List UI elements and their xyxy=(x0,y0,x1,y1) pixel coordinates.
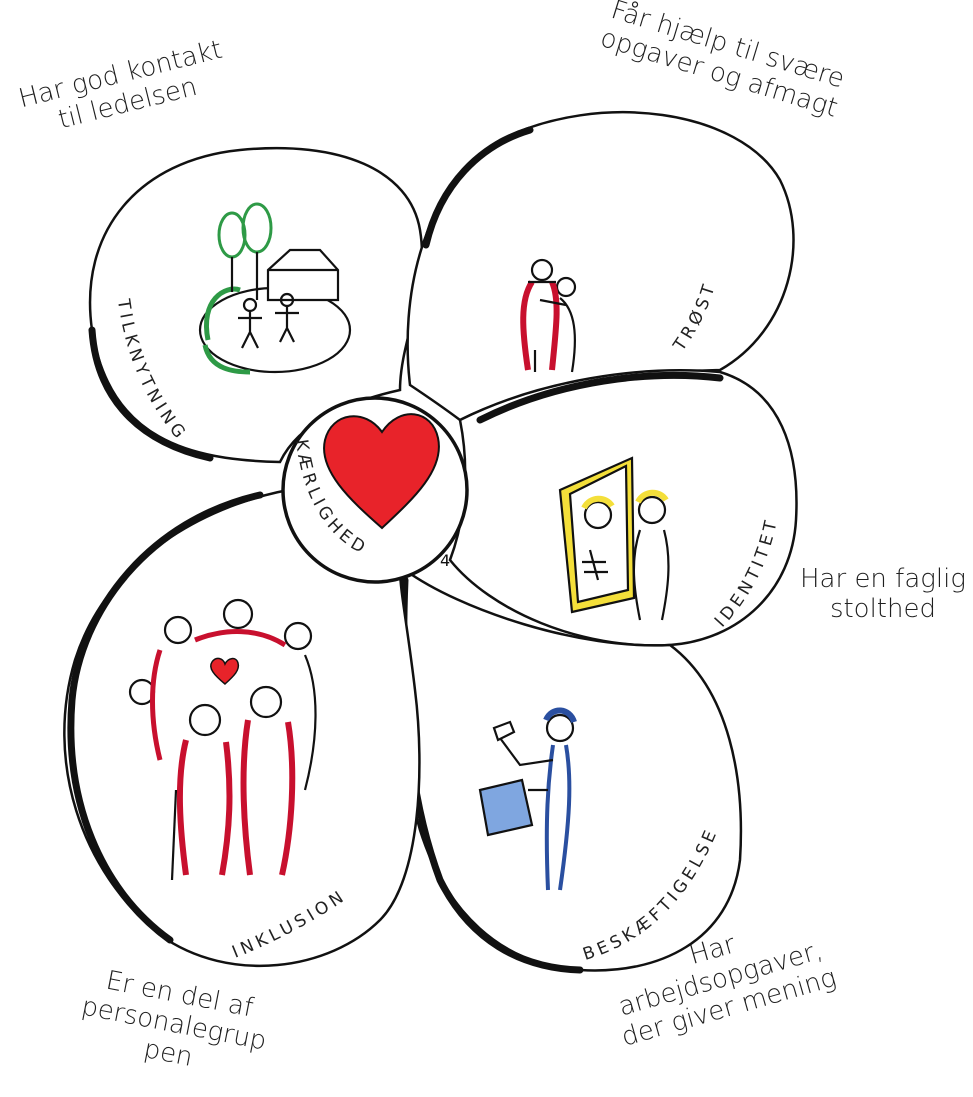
petal-troest xyxy=(408,112,794,420)
signature: 4 xyxy=(440,551,450,570)
caption-right: Har en faglig stolthed xyxy=(800,565,966,625)
